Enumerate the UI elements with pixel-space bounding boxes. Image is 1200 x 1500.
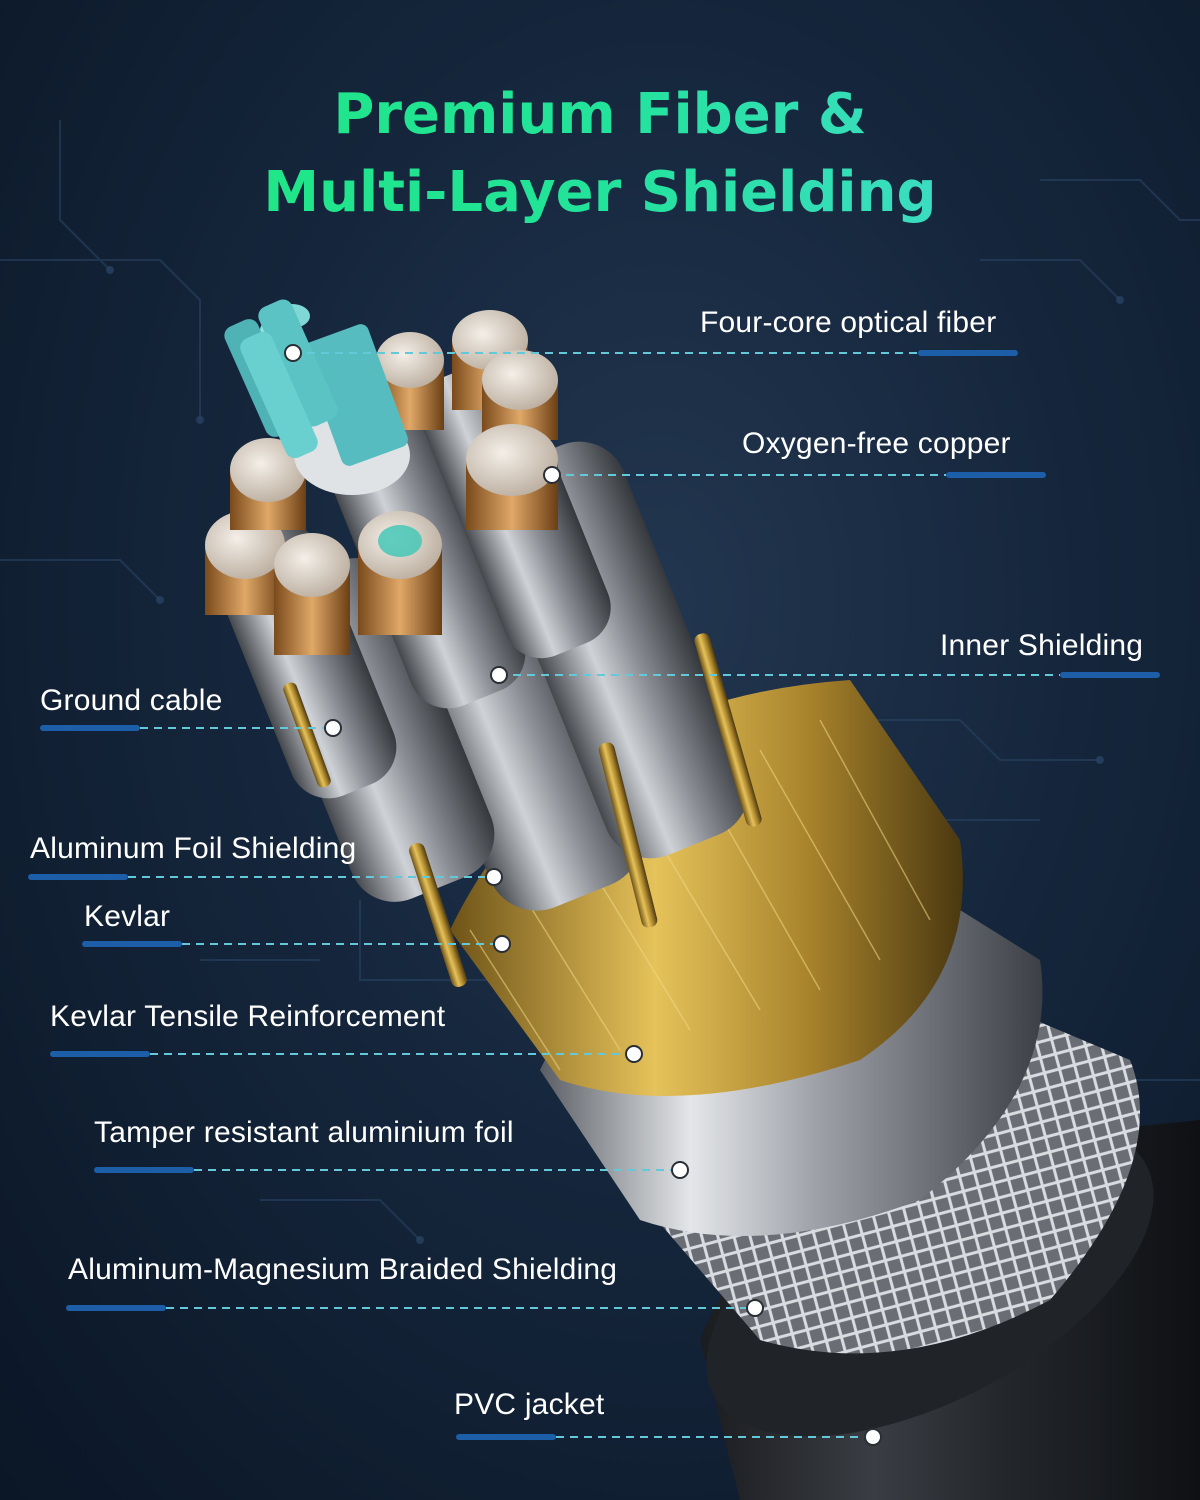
optical-fiber-bundle	[224, 299, 410, 495]
label-braided-shielding: Aluminum-Magnesium Braided Shielding	[68, 1253, 618, 1286]
label-aluminum-foil-shielding: Aluminum Foil Shielding	[30, 832, 357, 865]
label-four-core-optical-fiber: Four-core optical fiber	[700, 306, 997, 339]
page-title: Premium Fiber & Multi-Layer Shielding	[0, 76, 1200, 232]
label-oxygen-free-copper: Oxygen-free copper	[742, 427, 1011, 460]
title-line-1: Premium Fiber &	[0, 76, 1200, 154]
label-pvc-jacket: PVC jacket	[454, 1388, 605, 1421]
label-tamper-resistant-foil: Tamper resistant aluminium foil	[94, 1116, 514, 1149]
title-line-2: Multi-Layer Shielding	[0, 154, 1200, 232]
label-kevlar-tensile-reinforcement: Kevlar Tensile Reinforcement	[50, 1000, 446, 1033]
label-kevlar: Kevlar	[84, 900, 171, 933]
label-ground-cable: Ground cable	[40, 684, 223, 717]
label-inner-shielding: Inner Shielding	[940, 629, 1144, 662]
